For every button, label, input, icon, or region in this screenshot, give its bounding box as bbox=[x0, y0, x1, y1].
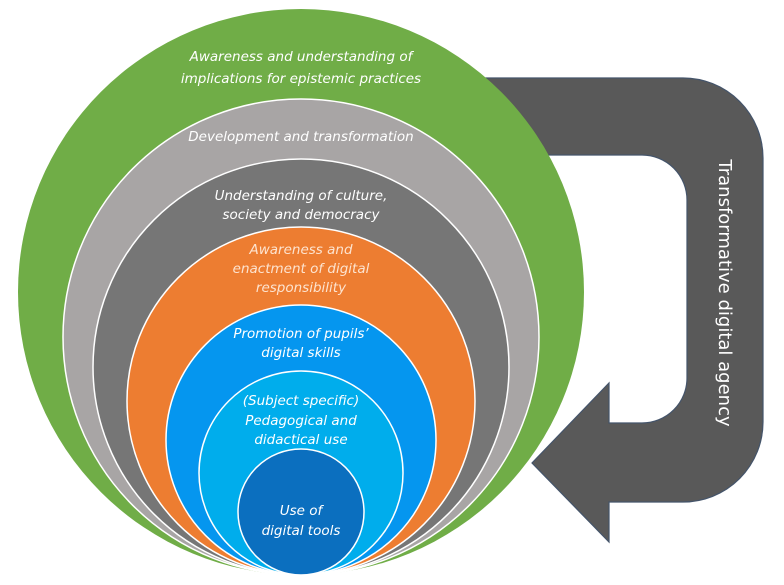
layer-label-pedagogical-didactical-use: Pedagogical and bbox=[245, 413, 357, 429]
layer-label-use-of-digital-tools: digital tools bbox=[262, 523, 341, 539]
transformative-agency-arrow: Transformative digital agency bbox=[469, 77, 764, 544]
layer-labels: Awareness and understanding of implicatio… bbox=[181, 49, 421, 539]
layer-label-digital-responsibility: Awareness and bbox=[248, 242, 352, 258]
layer-label-digital-responsibility: responsibility bbox=[256, 280, 347, 296]
arrow-label: Transformative digital agency bbox=[714, 158, 735, 427]
layer-label-use-of-digital-tools: Use of bbox=[280, 503, 325, 519]
layer-label-pedagogical-didactical-use: didactical use bbox=[254, 432, 347, 448]
layer-label-digital-responsibility: enactment of digital bbox=[233, 261, 370, 277]
layer-label-pupils-digital-skills: digital skills bbox=[261, 345, 340, 361]
layer-circle-use-of-digital-tools bbox=[237, 448, 365, 576]
layer-label-epistemic-practices: implications for epistemic practices bbox=[181, 71, 421, 87]
layer-label-development-transformation: Development and transformation bbox=[188, 129, 413, 145]
layer-label-culture-society-democracy: Understanding of culture, bbox=[215, 188, 388, 204]
concentric-layers bbox=[18, 9, 584, 576]
layer-label-culture-society-democracy: society and democracy bbox=[223, 207, 381, 223]
layer-label-pedagogical-didactical-use: (Subject specific) bbox=[243, 393, 360, 409]
layer-label-epistemic-practices: Awareness and understanding of bbox=[189, 49, 415, 65]
layer-label-pupils-digital-skills: Promotion of pupils’ bbox=[233, 326, 369, 342]
curved-return-arrow bbox=[469, 77, 764, 544]
